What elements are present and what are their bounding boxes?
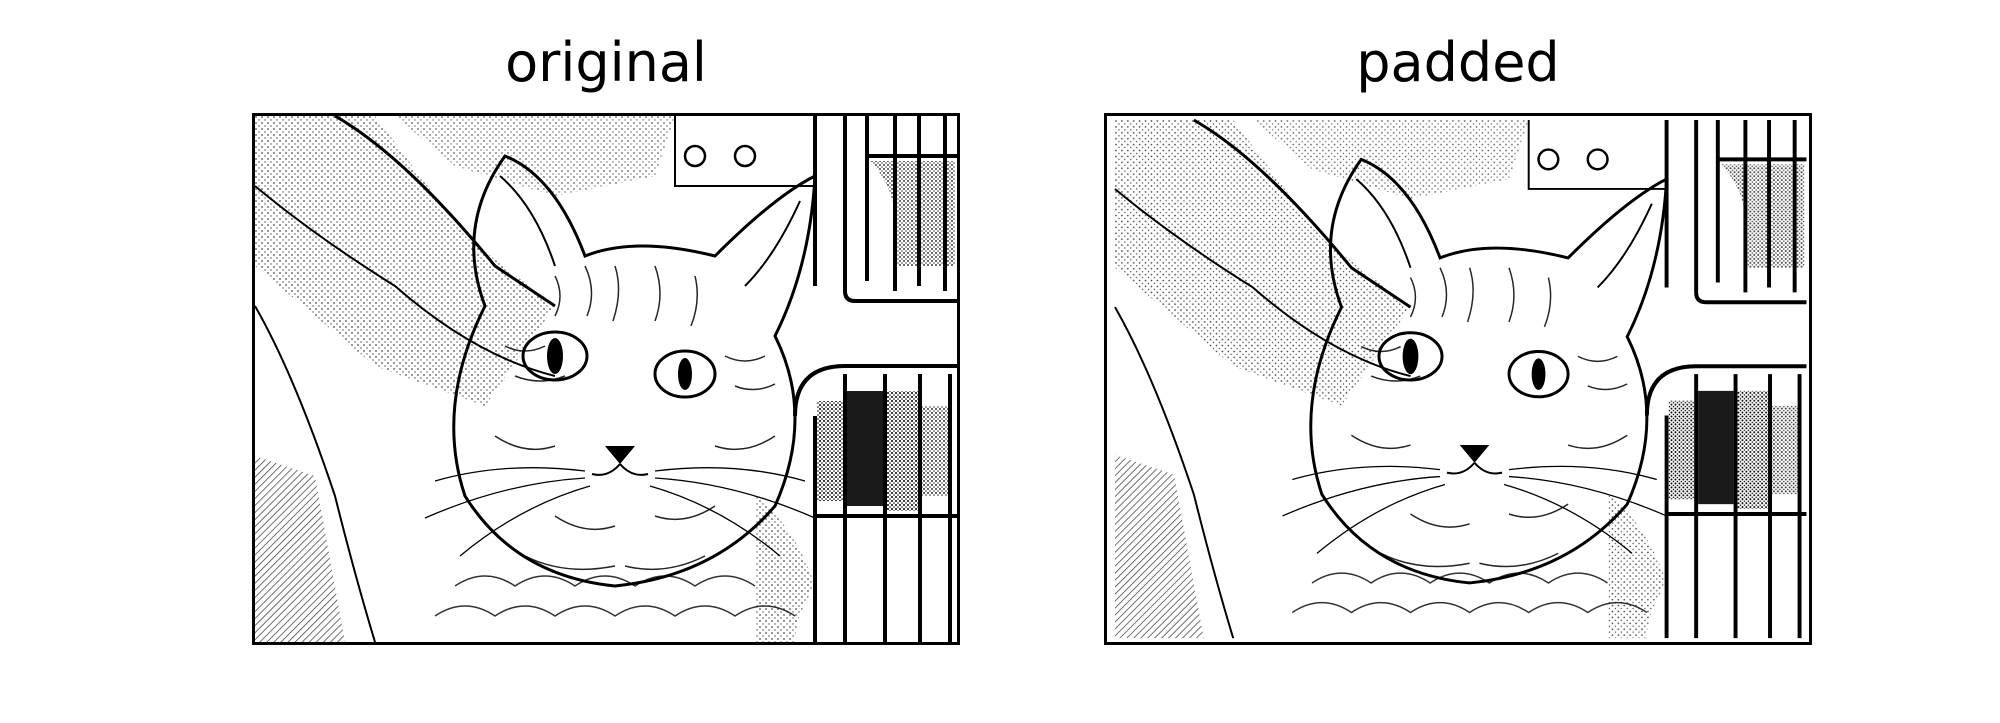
image-padded bbox=[1104, 113, 1812, 645]
image-original bbox=[252, 113, 960, 645]
cat-sketch-original bbox=[255, 116, 957, 642]
cat-sketch-padded bbox=[1114, 118, 1807, 639]
title-padded: padded bbox=[1356, 31, 1560, 94]
title-original: original bbox=[505, 31, 707, 94]
